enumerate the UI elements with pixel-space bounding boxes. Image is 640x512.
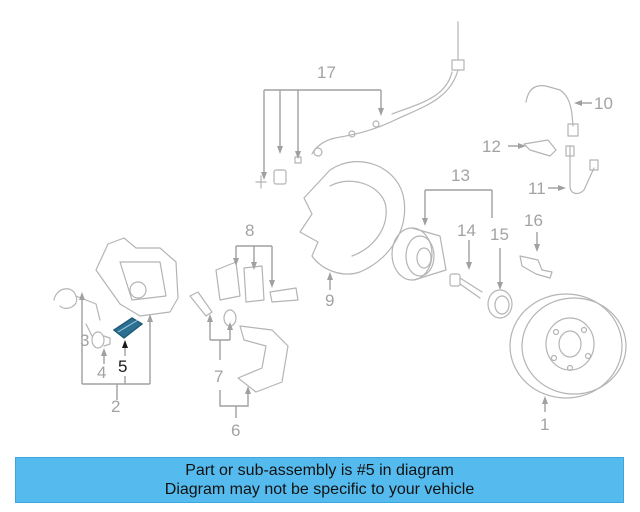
- callout-12: 12: [482, 137, 501, 156]
- guide-pin-parts: [91, 331, 111, 349]
- bleeder-screw-highlighted: [112, 317, 144, 339]
- info-banner: Part or sub-assembly is #5 in diagram Di…: [15, 457, 624, 503]
- callout-8: 8: [245, 221, 254, 240]
- callout-15: 15: [490, 225, 509, 244]
- callout-6: 6: [231, 421, 240, 440]
- brake-hose: [525, 85, 579, 137]
- callout-14: 14: [457, 221, 476, 240]
- caliper: [53, 237, 179, 337]
- callout-5: 5: [118, 357, 127, 376]
- callout-11: 11: [528, 179, 546, 198]
- hub-bolt: [449, 273, 483, 299]
- brake-pads: [215, 261, 299, 303]
- brake-line: [565, 145, 599, 195]
- banner-line-disclaimer: Diagram may not be specific to your vehi…: [164, 481, 475, 498]
- callout-10: 10: [594, 94, 613, 113]
- callout-3: 3: [80, 331, 89, 350]
- banner-line-part: Part or sub-assembly is #5 in diagram: [185, 462, 454, 479]
- brake-rotor: [509, 293, 627, 399]
- callout-7-leaders: [207, 314, 251, 418]
- callout-2: 2: [111, 397, 120, 416]
- wheel-speed-sensor: [519, 255, 553, 279]
- callout-16: 16: [524, 211, 543, 230]
- callout-13-leaders: [422, 189, 503, 290]
- callout-13: 13: [451, 166, 470, 185]
- wheel-hub: [391, 227, 447, 281]
- callout-17: 17: [317, 63, 336, 82]
- caliper-bolts: [189, 291, 237, 327]
- callout-17-leaders: [261, 89, 384, 180]
- caliper-bracket: [237, 325, 289, 393]
- callout-8-leaders: [233, 245, 275, 288]
- parts-diagram: 17 10 12 13 11 8 16 14 15 9 3 5 4 7 2 6 …: [53, 21, 627, 440]
- callout-4: 4: [97, 363, 106, 382]
- callout-9: 9: [325, 291, 334, 310]
- callout-2-leaders: [79, 292, 153, 400]
- dust-cap: [487, 289, 513, 319]
- callout-7: 7: [214, 367, 223, 386]
- abs-sensor-wiring: [255, 21, 465, 189]
- backing-plate: [299, 161, 406, 275]
- hose-bracket: [523, 139, 557, 157]
- callout-1: 1: [540, 415, 549, 434]
